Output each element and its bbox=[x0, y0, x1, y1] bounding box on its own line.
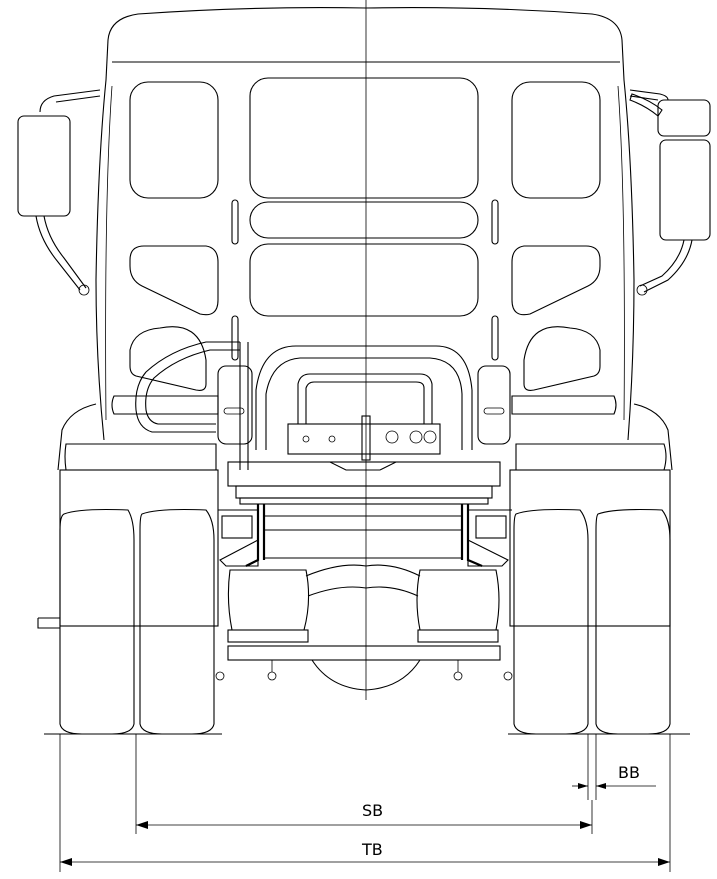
tb-label: TB bbox=[361, 840, 383, 859]
engine-bay bbox=[227, 345, 501, 505]
grab-handle bbox=[135, 341, 249, 470]
bb-label: BB bbox=[618, 763, 640, 782]
cab-outline bbox=[95, 7, 635, 441]
suspension bbox=[215, 564, 513, 691]
dimension-bb: BB bbox=[572, 734, 656, 800]
dual-wheels-left bbox=[59, 508, 215, 735]
dimension-sb: SB bbox=[135, 734, 593, 834]
mirror-right bbox=[629, 89, 711, 296]
dimension-tb: TB bbox=[59, 734, 671, 872]
sb-label: SB bbox=[362, 801, 383, 820]
dual-wheels-right bbox=[513, 508, 671, 735]
cab-lower bbox=[57, 365, 673, 471]
mudguards bbox=[37, 443, 671, 629]
mirror-left bbox=[17, 89, 101, 296]
frame-rails bbox=[218, 504, 512, 568]
cab-panels bbox=[129, 77, 601, 391]
